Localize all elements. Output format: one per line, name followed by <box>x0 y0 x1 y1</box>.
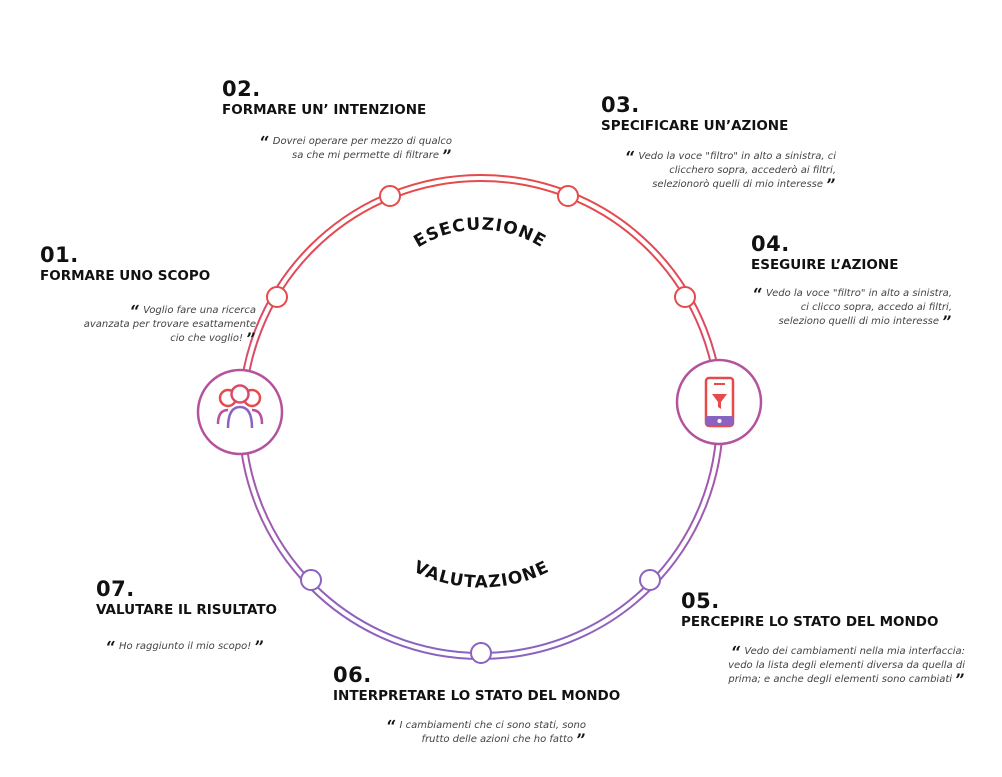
step-03-quote: “ Vedo la voce "filtro" in alto a sinist… <box>596 148 836 196</box>
step-03: 03. SPECIFICARE UN’AZIONE <box>601 94 788 134</box>
node-07 <box>300 569 322 591</box>
quote-line: ci clicco sopra, accedo ai filtri, <box>800 302 952 313</box>
close-quote-icon: ” <box>955 671 965 691</box>
quote-line: seleziono quelli di mio interesse ” <box>778 313 952 333</box>
quote-line: clicchero sopra, accederò ai filtri, <box>669 165 836 176</box>
step-title: SPECIFICARE UN’AZIONE <box>601 118 789 134</box>
quote-line: vedo la lista degli elementi diversa da … <box>728 660 965 671</box>
step-title: VALUTARE IL RISULTATO <box>96 602 278 618</box>
step-title: FORMARE UNO SCOPO <box>40 268 211 284</box>
step-number: 05. <box>681 589 720 613</box>
node-01 <box>266 286 288 308</box>
close-quote-icon: ” <box>576 731 586 751</box>
quote-line: “ Ho raggiunto il mio scopo! ” <box>106 638 265 658</box>
step-02-quote: “ Dovrei operare per mezzo di qualco sa … <box>212 133 452 167</box>
step-title: INTERPRETARE LO STATO DEL MONDO <box>333 688 621 704</box>
node-04 <box>674 286 696 308</box>
open-quote-icon: “ <box>752 285 763 305</box>
step-05: 05. PERCEPIRE LO STATO DEL MONDO <box>681 590 938 630</box>
step-07: 07. VALUTARE IL RISULTATO <box>96 578 277 618</box>
execution-arc-label: ESECUZIONE <box>410 214 549 252</box>
step-05-quote: “ Vedo dei cambiamenti nella mia interfa… <box>660 643 965 691</box>
node-02 <box>379 185 401 207</box>
close-quote-icon: ” <box>826 176 836 196</box>
open-quote-icon: “ <box>106 638 116 658</box>
step-title: PERCEPIRE LO STATO DEL MONDO <box>681 614 939 630</box>
close-quote-icon: ” <box>254 638 265 658</box>
step-number: 01. <box>40 243 79 267</box>
step-number: 02. <box>222 77 261 101</box>
evaluation-arc-label: VALUTAZIONE <box>411 557 553 592</box>
quote-line: frutto delle azioni che ho fatto ” <box>421 731 586 751</box>
open-quote-icon: “ <box>625 148 636 168</box>
step-title: FORMARE UN’ INTENZIONE <box>222 102 427 118</box>
step-01-quote: “ Voglio fare una ricerca avanzata per t… <box>56 302 256 350</box>
step-number: 03. <box>601 93 640 117</box>
step-06-quote: “ I cambiamenti che ci sono stati, sono … <box>356 717 586 751</box>
phone-filter-icon <box>675 358 763 446</box>
step-07-quote: “ Ho raggiunto il mio scopo! ” <box>106 638 306 658</box>
step-title: ESEGUIRE L’AZIONE <box>751 257 899 273</box>
quote-line: “ I cambiamenti che ci sono stati, sono <box>386 717 586 737</box>
quote-line: cio che voglio! ” <box>170 330 256 350</box>
quote-line: “ Voglio fare una ricerca <box>130 302 256 322</box>
quote-line: prima; e anche degli elementi sono cambi… <box>728 671 965 691</box>
quote-line: “ Vedo dei cambiamenti nella mia interfa… <box>731 643 965 663</box>
step-06: 06. INTERPRETARE LO STATO DEL MONDO <box>333 664 620 704</box>
quote-line: “ Vedo la voce "filtro" in alto a sinist… <box>625 148 836 168</box>
open-quote-icon: “ <box>386 717 397 737</box>
step-number: 06. <box>333 663 372 687</box>
step-04-quote: “ Vedo la voce "filtro" in alto a sinist… <box>728 285 952 333</box>
step-01: 01. FORMARE UNO SCOPO <box>40 244 210 284</box>
quote-line: sa che mi permette di filtrare ” <box>292 147 452 167</box>
step-02: 02. FORMARE UN’ INTENZIONE <box>222 78 426 118</box>
step-04: 04. ESEGUIRE L’AZIONE <box>751 233 898 273</box>
open-quote-icon: “ <box>731 643 742 663</box>
open-quote-icon: “ <box>259 133 270 153</box>
quote-line: “ Dovrei operare per mezzo di qualco <box>259 133 452 153</box>
open-quote-icon: “ <box>130 302 140 322</box>
node-05 <box>639 569 661 591</box>
close-quote-icon: ” <box>442 147 452 167</box>
close-quote-icon: ” <box>942 313 952 333</box>
node-06 <box>470 642 492 664</box>
quote-line: avanzata per trovare esattamente <box>83 319 256 330</box>
people-group-icon <box>196 368 284 456</box>
quote-line: “ Vedo la voce "filtro" in alto a sinist… <box>752 285 952 305</box>
node-03 <box>557 185 579 207</box>
step-number: 04. <box>751 232 790 256</box>
close-quote-icon: ” <box>246 330 256 350</box>
step-number: 07. <box>96 577 135 601</box>
quote-line: selezionorò quelli di mio interesse ” <box>652 176 836 196</box>
